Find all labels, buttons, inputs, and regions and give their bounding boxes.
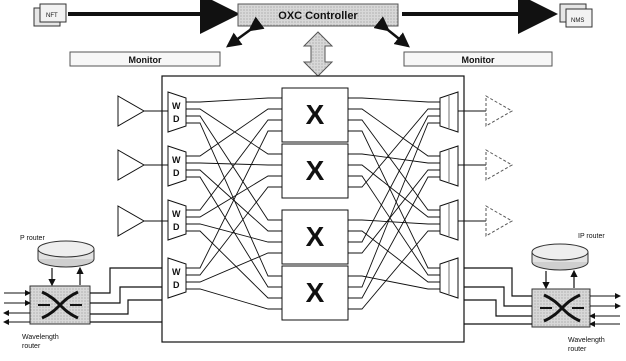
fiber-line (186, 175, 282, 218)
optical-switch-3[interactable]: X (281, 209, 349, 265)
fiber-line (348, 275, 440, 290)
optical-switch-4[interactable]: X (281, 265, 349, 321)
right-device: NMS (559, 3, 593, 28)
left-ip-router-label: P router (20, 235, 45, 242)
wdm-mux-3[interactable] (439, 199, 459, 241)
wdm-label-top: W (172, 101, 181, 111)
right-ip-router[interactable] (531, 243, 589, 271)
fiber-line (348, 169, 440, 254)
optical-switch-label: X (306, 277, 325, 308)
fiber-line (348, 219, 440, 225)
optical-switch-label: X (306, 99, 325, 130)
fiber-line (348, 97, 440, 103)
monitor-right-label: Monitor (462, 55, 495, 65)
fiber-line (186, 115, 282, 221)
left-site: P router Wavelength router (3, 235, 162, 350)
left-ip-router[interactable] (37, 240, 95, 268)
output-amplifier-3 (458, 205, 514, 237)
oxc-controller[interactable]: OXC Controller (237, 3, 399, 27)
right-wavelength-router[interactable] (531, 288, 591, 328)
controller-monitor-right-arrow (373, 16, 410, 48)
fiber-line (186, 119, 282, 211)
fiber-line (186, 108, 282, 157)
wdm-label-top: W (172, 155, 181, 165)
monitor-left-label: Monitor (129, 55, 162, 65)
output-amplifier-1 (458, 95, 514, 127)
fiber-line (186, 288, 282, 310)
fiber-line (186, 230, 282, 299)
fiber-line (348, 175, 440, 276)
wdm-label-top: W (172, 267, 181, 277)
fiber-line (348, 119, 440, 211)
wdm-label-bottom: D (173, 168, 180, 178)
fiber-line (348, 230, 440, 310)
fiber-line (348, 153, 440, 164)
wdm-mux-1[interactable] (439, 91, 459, 133)
monitor-right[interactable]: Monitor (403, 51, 553, 67)
input-amplifier-1 (117, 95, 168, 127)
fiber-line (186, 186, 282, 276)
right-wavelength-router-label-1: Wavelength (568, 337, 605, 344)
fiber-line (186, 97, 282, 103)
wdm-label-bottom: D (173, 222, 180, 232)
fiber-line (348, 115, 440, 243)
fiber-line (186, 223, 282, 243)
fiber-line (186, 252, 282, 283)
fiber-line (186, 162, 282, 166)
fiber-line (186, 176, 282, 288)
right-ip-router-label: IP router (578, 233, 605, 240)
wdm-demux-4[interactable]: WD (167, 257, 187, 299)
right-device-label: NMS (571, 18, 584, 24)
right-wavelength-router-label-2: router (568, 346, 587, 353)
wdm-demux-1[interactable]: WD (167, 91, 187, 133)
output-amplifier-2 (458, 149, 514, 181)
fiber-line (348, 108, 440, 157)
wdm-mux-4[interactable] (439, 257, 459, 299)
fiber-line (348, 122, 440, 288)
input-amplifier-2 (117, 149, 168, 181)
oxc-controller-label: OXC Controller (278, 10, 358, 22)
fiber-line (348, 176, 440, 299)
left-device-label: NFT (46, 13, 58, 19)
wdm-mux-2[interactable] (439, 145, 459, 187)
left-device: NFT (33, 3, 67, 27)
optical-switch-label: X (306, 221, 325, 252)
fiber-line (348, 164, 440, 218)
left-wavelength-router-label-1: Wavelength (22, 334, 59, 341)
optical-switch-label: X (306, 155, 325, 186)
wdm-demux-3[interactable]: WD (167, 199, 187, 241)
controller-monitor-left-arrow (225, 16, 265, 48)
fiber-line (186, 108, 282, 155)
input-amplifier-3 (117, 205, 168, 237)
fiber-line (186, 130, 282, 269)
fiber-line (348, 130, 440, 269)
monitor-left[interactable]: Monitor (69, 51, 221, 67)
wdm-label-top: W (172, 209, 181, 219)
right-site: IP router Wavelength router (464, 233, 621, 353)
left-wavelength-router[interactable] (29, 285, 91, 325)
left-wavelength-router-label-2: router (22, 343, 41, 350)
optical-switch-1[interactable]: X (281, 87, 349, 143)
wdm-label-bottom: D (173, 280, 180, 290)
wdm-demux-2[interactable]: WD (167, 145, 187, 187)
controller-fabric-arrow (302, 31, 334, 77)
fiber-line (348, 108, 440, 188)
wdm-label-bottom: D (173, 114, 180, 124)
optical-switch-2[interactable]: X (281, 143, 349, 199)
fiber-line (348, 230, 440, 283)
